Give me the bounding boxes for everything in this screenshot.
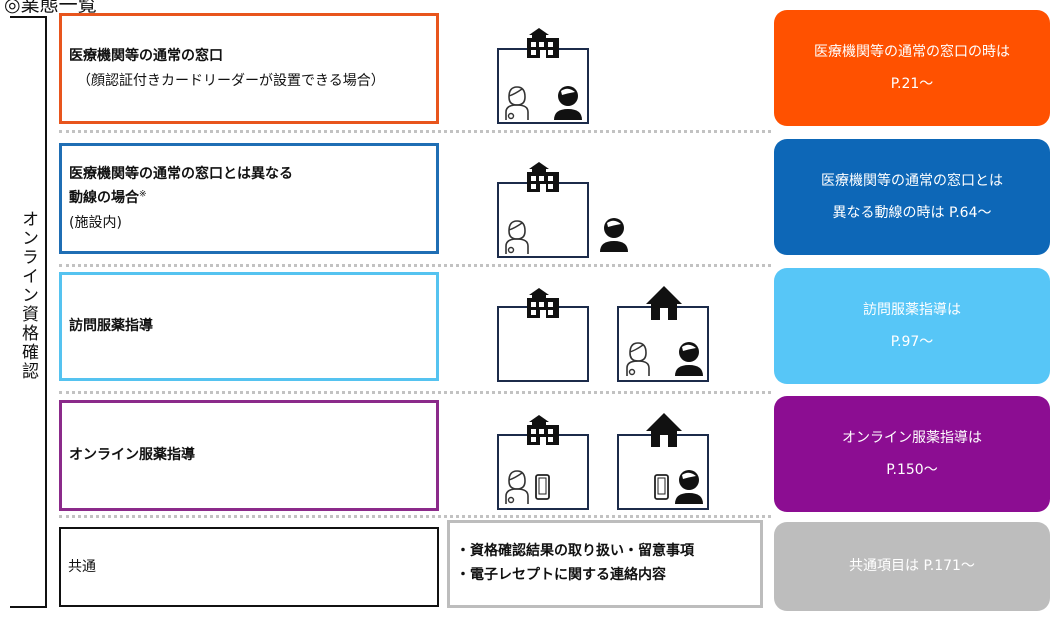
row-separator <box>59 130 771 133</box>
page-ref-text-2: 異なる動線の時は P.64～ <box>832 205 992 221</box>
page-ref-text: 共通項目は P.171～ <box>849 558 975 575</box>
row-subtitle: (施設内) <box>69 214 122 231</box>
page-ref-counter[interactable]: 医療機関等の通常の窓口の時は P.21～ <box>774 10 1050 126</box>
row-common: 共通 <box>59 527 439 607</box>
page-ref-text: オンライン服薬指導は <box>842 429 982 446</box>
hospital-icon <box>527 415 559 445</box>
row-online-guidance: オンライン服薬指導 <box>59 400 439 511</box>
page-ref-common[interactable]: 共通項目は P.171～ <box>774 522 1050 611</box>
row-title: オンライン服薬指導 <box>69 447 195 464</box>
row-title: 共通 <box>68 558 96 575</box>
pharmacist-icon <box>505 220 529 255</box>
hospital-icon <box>527 28 559 58</box>
smartphone-icon <box>654 474 669 500</box>
hospital-icon <box>527 288 559 318</box>
note-item: ・電子レセプトに関する連絡内容 <box>456 567 666 583</box>
smartphone-icon <box>535 474 550 500</box>
pharmacist-icon <box>626 342 650 377</box>
page-ref-online-guidance[interactable]: オンライン服薬指導は P.150～ <box>774 396 1050 512</box>
row-title: 訪問服薬指導 <box>69 318 153 335</box>
side-bracket <box>10 16 47 608</box>
house-icon <box>646 413 682 447</box>
row-title: 医療機関等の通常の窓口 <box>69 48 223 65</box>
side-label: オンライン資格確認 <box>18 209 38 381</box>
pharmacist-icon <box>505 86 529 121</box>
row-subtitle: （顔認証付きカードリーダーが設置できる場合） <box>77 72 385 89</box>
page-heading: ◎業態一覧 <box>4 0 97 16</box>
page-ref-text: 訪問服薬指導は <box>863 301 961 318</box>
patient-icon <box>600 218 628 252</box>
hospital-icon <box>527 162 559 192</box>
row-home-visit: 訪問服薬指導 <box>59 272 439 381</box>
page-ref-different-route[interactable]: 医療機関等の通常の窓口とは 異なる動線の時は P.64～ <box>774 139 1050 255</box>
page-ref-number: P.97～ <box>890 334 934 350</box>
patient-icon <box>675 342 703 376</box>
row-title-line2: 動線の場合 <box>69 190 139 207</box>
common-notes: ・資格確認結果の取り扱い・留意事項 ・電子レセプトに関する連絡内容 <box>447 520 763 608</box>
page-ref-number: P.21～ <box>890 76 934 92</box>
row-counter-standard: 医療機関等の通常の窓口 （顔認証付きカードリーダーが設置できる場合） <box>59 13 439 124</box>
note-item: ・資格確認結果の取り扱い・留意事項 <box>456 543 694 560</box>
facility-frame <box>497 306 589 382</box>
footnote-mark: ※ <box>139 189 147 200</box>
page-ref-text: 医療機関等の通常の窓口の時は <box>814 43 1010 60</box>
row-separator <box>59 391 771 394</box>
page-ref-home-visit[interactable]: 訪問服薬指導は P.97～ <box>774 268 1050 384</box>
patient-icon <box>675 470 703 504</box>
page-ref-text: 医療機関等の通常の窓口とは <box>821 172 1003 189</box>
row-separator <box>59 515 771 518</box>
row-separator <box>59 264 771 267</box>
row-title: 医療機関等の通常の窓口とは異なる <box>69 166 293 183</box>
pharmacist-icon <box>505 470 529 505</box>
patient-icon <box>554 86 582 120</box>
house-icon <box>646 286 682 320</box>
row-different-route: 医療機関等の通常の窓口とは異なる 動線の場合※ (施設内) <box>59 143 439 254</box>
page-ref-number: P.150～ <box>886 462 938 478</box>
